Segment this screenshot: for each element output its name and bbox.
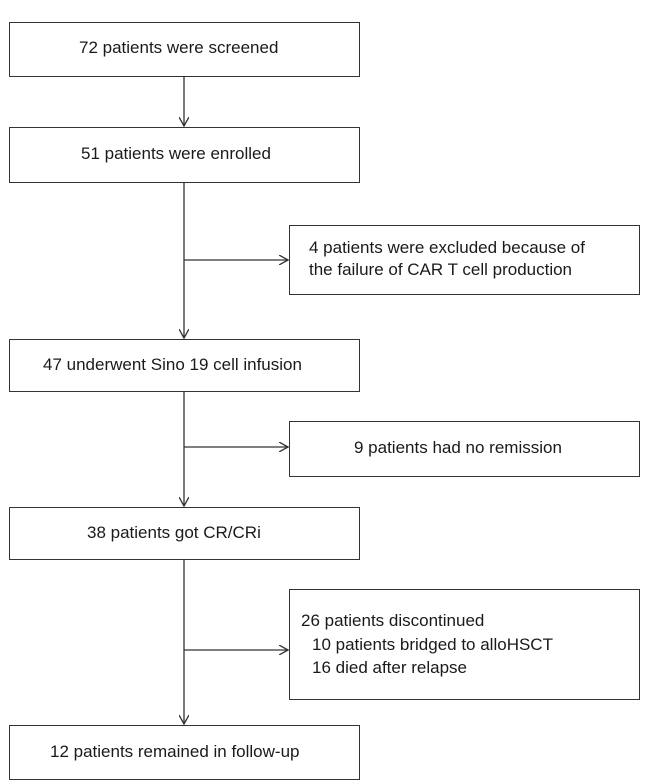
no-remission-box [289, 421, 640, 477]
infusion-text: 47 underwent Sino 19 cell infusion [43, 355, 302, 374]
discontinued-text-line2: 10 patients bridged to alloHSCT [312, 635, 553, 654]
screened-text: 72 patients were screened [79, 38, 279, 57]
screened-box [9, 22, 360, 77]
enrolled-box [9, 127, 360, 183]
discontinued-text-line3: 16 died after relapse [312, 658, 467, 677]
cr-box [9, 507, 360, 560]
discontinued-box [289, 589, 640, 700]
enrolled-text: 51 patients were enrolled [81, 144, 271, 163]
followup-text: 12 patients remained in follow-up [50, 742, 300, 761]
cr-text: 38 patients got CR/CRi [87, 523, 261, 542]
infusion-box [9, 339, 360, 392]
excluded-box [289, 225, 640, 295]
no-remission-text: 9 patients had no remission [354, 438, 562, 457]
excluded-text-line2: the failure of CAR T cell production [309, 260, 573, 279]
excluded-text-line1: 4 patients were excluded because of [309, 238, 585, 257]
discontinued-text-line1: 26 patients discontinued [301, 611, 485, 630]
followup-box [9, 725, 360, 780]
